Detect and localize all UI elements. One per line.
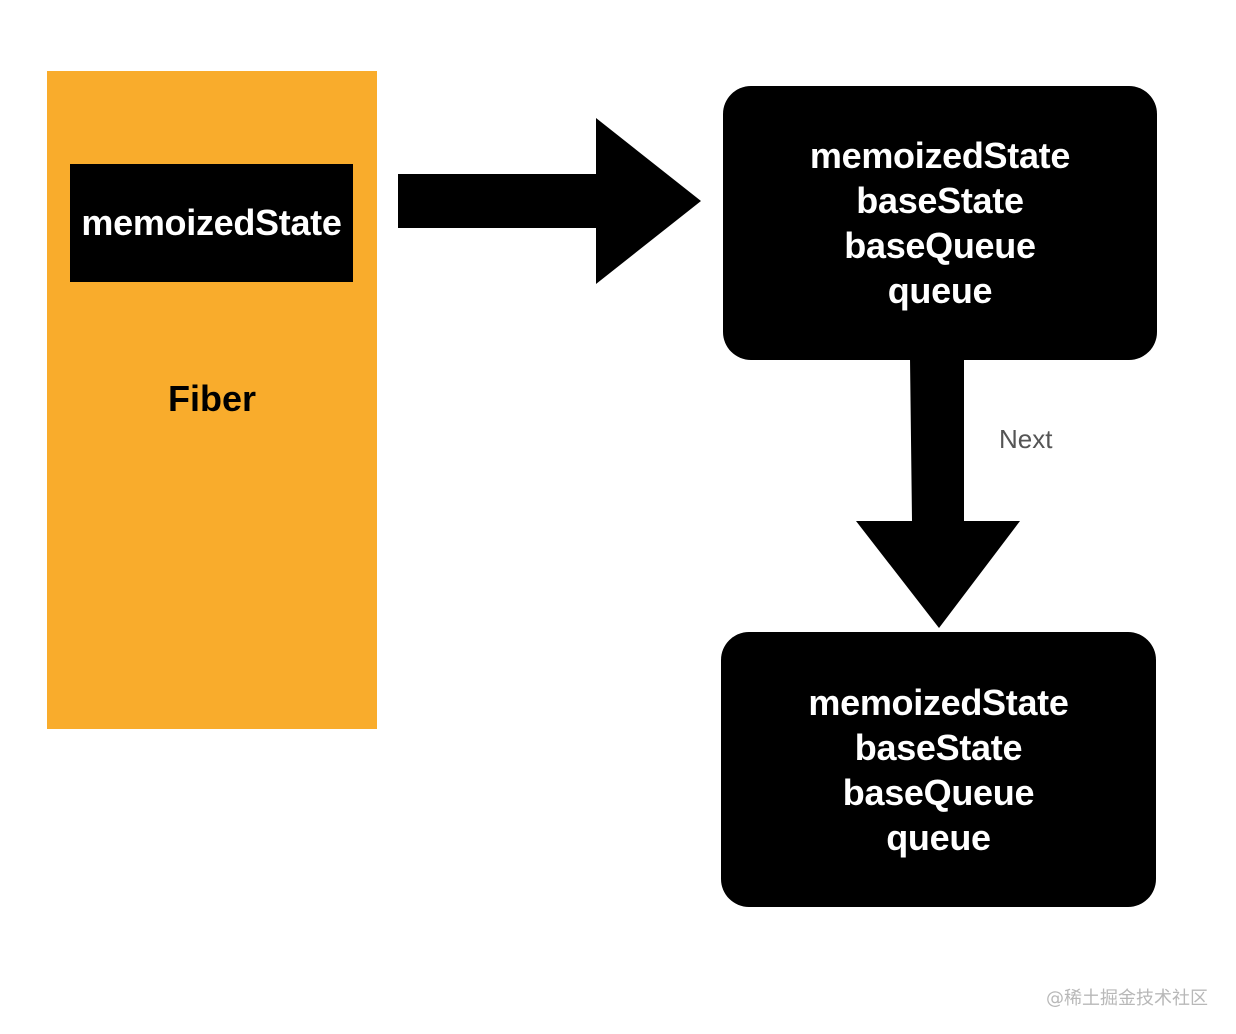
next-arrow-label: Next <box>999 424 1053 454</box>
hook-field-queue: queue <box>887 270 993 311</box>
hook-field-base-queue: baseQueue <box>842 771 1035 813</box>
arrow-fiber-to-hook <box>398 118 701 284</box>
hook-node-1: memoizedState baseState baseQueue queue <box>723 86 1157 360</box>
hook-node-2: memoizedState baseState baseQueue queue <box>721 632 1156 907</box>
hook-field-base-state: baseState <box>856 180 1024 221</box>
fiber-label: Fiber <box>167 378 256 419</box>
hook-field-base-state: baseState <box>854 726 1023 768</box>
hook-field-memoized-state: memoizedState <box>809 135 1071 176</box>
hook-field-base-queue: baseQueue <box>844 225 1036 266</box>
watermark: @稀土掘金技术社区 <box>1046 988 1208 1009</box>
fiber-memoized-state-field: memoizedState <box>70 164 353 282</box>
arrow-next-hook <box>856 358 1020 628</box>
hook-field-memoized-state: memoizedState <box>808 681 1069 723</box>
hook-field-queue: queue <box>886 816 991 858</box>
